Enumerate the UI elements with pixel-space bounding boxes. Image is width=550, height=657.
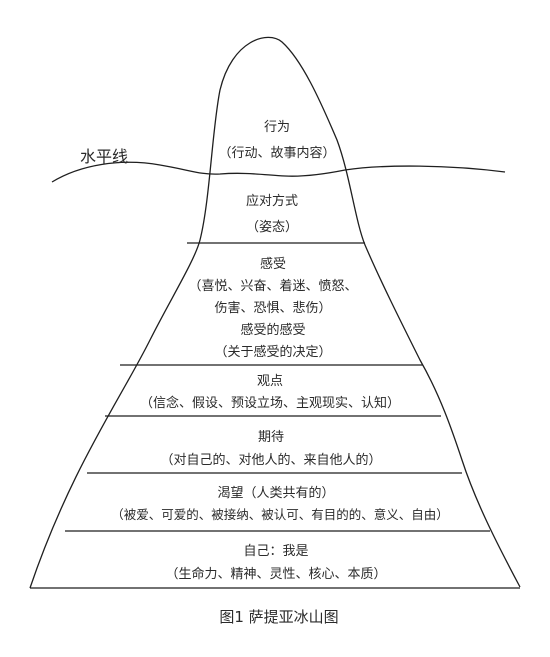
- layer-feelings-subdetail: （关于感受的决定）: [214, 344, 331, 360]
- layer-behavior-detail: （行动、故事内容）: [218, 145, 335, 161]
- iceberg-outline: [29, 36, 521, 589]
- layer-self-title: 自己：我是: [243, 544, 308, 559]
- water-line-label: 水平线: [80, 147, 128, 166]
- layer-yearnings: 渴望（人类共有的） （被爱、可爱的、被接纳、被认可、有目的的、意义、自由）: [111, 485, 449, 522]
- layer-feelings-title: 感受: [260, 256, 286, 272]
- layer-expectations-detail: （对自己的、对他人的、来自他人的）: [160, 452, 381, 468]
- layer-perceptions-detail: （信念、假设、预设立场、主观现实、认知）: [140, 395, 400, 411]
- water-line: [51, 161, 506, 183]
- figure-caption: 图1 萨提亚冰山图: [219, 608, 338, 626]
- layer-coping-detail: （姿态）: [246, 219, 298, 235]
- layer-coping-title: 应对方式: [246, 193, 298, 209]
- layer-feelings: 感受 （喜悦、兴奋、着迷、愤怒、 伤害、恐惧、悲伤） 感受的感受 （关于感受的决…: [188, 256, 357, 360]
- layer-expectations: 期待 （对自己的、对他人的、来自他人的）: [160, 430, 381, 468]
- layer-feelings-detail: 伤害、恐惧、悲伤）: [214, 300, 331, 316]
- layer-perceptions-title: 观点: [257, 374, 283, 389]
- layer-coping: 应对方式 （姿态）: [246, 193, 298, 235]
- layer-feelings-subtitle: 感受的感受: [240, 322, 305, 338]
- layer-feelings-detail: （喜悦、兴奋、着迷、愤怒、: [188, 278, 357, 294]
- layer-behavior-title: 行为: [264, 120, 290, 135]
- layer-yearnings-detail: （被爱、可爱的、被接纳、被认可、有目的的、意义、自由）: [111, 507, 449, 522]
- layer-self: 自己：我是 （生命力、精神、灵性、核心、本质）: [165, 544, 386, 582]
- layer-perceptions: 观点 （信念、假设、预设立场、主观现实、认知）: [140, 374, 400, 411]
- layer-behavior: 行为 （行动、故事内容）: [218, 120, 335, 161]
- layer-self-detail: （生命力、精神、灵性、核心、本质）: [165, 566, 386, 582]
- layer-expectations-title: 期待: [258, 430, 284, 445]
- layer-yearnings-title: 渴望（人类共有的）: [217, 485, 334, 501]
